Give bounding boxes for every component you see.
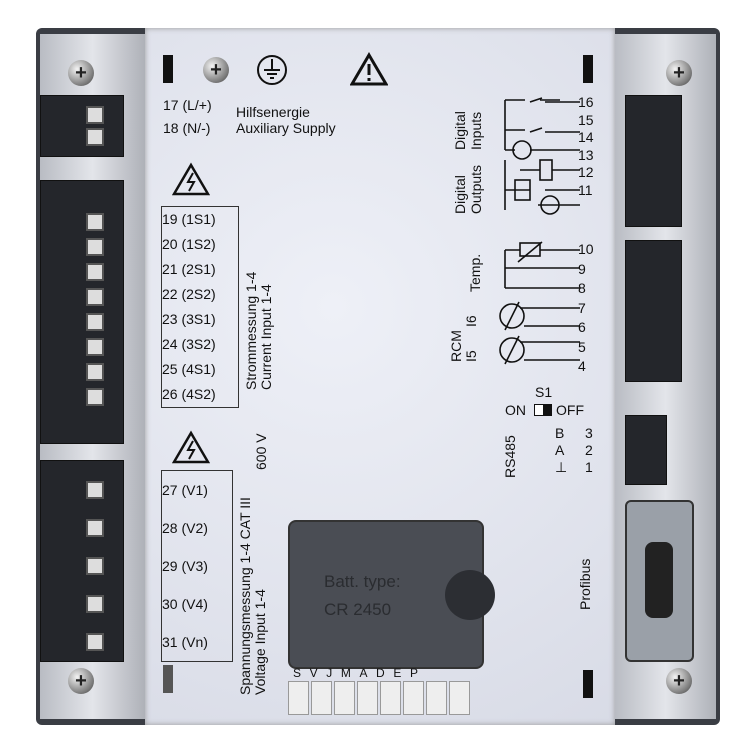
profibus-db9-port[interactable] (625, 500, 694, 662)
switch-on-label: ON (505, 402, 526, 418)
terminal-label: 20 (1S2) (162, 236, 216, 252)
rs485-connector[interactable] (625, 415, 667, 485)
voltage-terminal-list: 27 (V1) 28 (V2) 29 (V3) 30 (V4) 31 (Vn) (161, 470, 233, 662)
terminal-label: 26 (4S2) (162, 386, 216, 402)
high-voltage-warning-icon (172, 430, 210, 464)
screw-icon: + (68, 668, 94, 694)
battery-model-label: CR 2450 (324, 600, 392, 619)
current-terminal-list: 19 (1S1) 20 (1S2) 21 (2S1) 22 (2S2) 23 (… (161, 206, 239, 408)
digital-io-connector[interactable] (625, 95, 682, 227)
rs485-label: RS485 (502, 435, 518, 478)
terminal-label: 31 (Vn) (162, 634, 208, 650)
marker-bar (163, 55, 173, 83)
terminal-label: 17 (L/+) (163, 97, 212, 113)
terminal-label: 28 (V2) (162, 520, 208, 536)
switch-name: S1 (535, 384, 553, 400)
s1-switch[interactable] (534, 404, 552, 416)
terminal-label: 27 (V1) (162, 482, 208, 498)
terminal-label: 29 (V3) (162, 558, 208, 574)
battery-cover-knob[interactable] (445, 570, 495, 620)
screw-icon: + (666, 668, 692, 694)
screw-icon: + (666, 60, 692, 86)
switch-off-label: OFF (556, 402, 584, 418)
warning-icon (350, 52, 388, 86)
current-connector[interactable] (40, 180, 124, 444)
terminal-label: 21 (2S1) (162, 261, 216, 277)
dip-labels: SVJMADEP (293, 666, 427, 680)
battery-type-label: Batt. type: (324, 572, 401, 591)
supply-label-en: Auxiliary Supply (236, 120, 336, 136)
digital-inputs-label: Digital Inputs (452, 111, 484, 150)
supply-connector[interactable] (40, 95, 124, 157)
terminal-label: 30 (V4) (162, 596, 208, 612)
voltage-rating: 600 V (253, 433, 269, 470)
marker-bar (583, 55, 593, 83)
terminal-label: 24 (3S2) (162, 336, 216, 352)
temp-label: Temp. (467, 253, 483, 292)
high-voltage-warning-icon (172, 162, 210, 196)
marker-bar (163, 665, 173, 693)
terminal-label: 25 (4S1) (162, 361, 216, 377)
voltage-connector[interactable] (40, 460, 124, 662)
supply-label-de: Hilfsenergie (236, 104, 310, 120)
terminal-label: 19 (1S1) (162, 211, 216, 227)
terminal-label: 22 (2S2) (162, 286, 216, 302)
dip-switch-row[interactable] (288, 681, 472, 720)
terminal-label: 18 (N/-) (163, 120, 211, 136)
temp-rcm-schematic (499, 241, 580, 365)
profibus-label: Profibus (577, 558, 593, 610)
digital-io-schematic (504, 97, 580, 215)
temp-rcm-connector[interactable] (625, 240, 682, 382)
ground-screw-icon: + (203, 57, 229, 83)
digital-outputs-label: Digital Outputs (452, 164, 484, 214)
earth-ground-icon (257, 55, 287, 85)
marker-bar (583, 670, 593, 698)
screw-icon: + (68, 60, 94, 86)
terminal-label: 23 (3S1) (162, 311, 216, 327)
